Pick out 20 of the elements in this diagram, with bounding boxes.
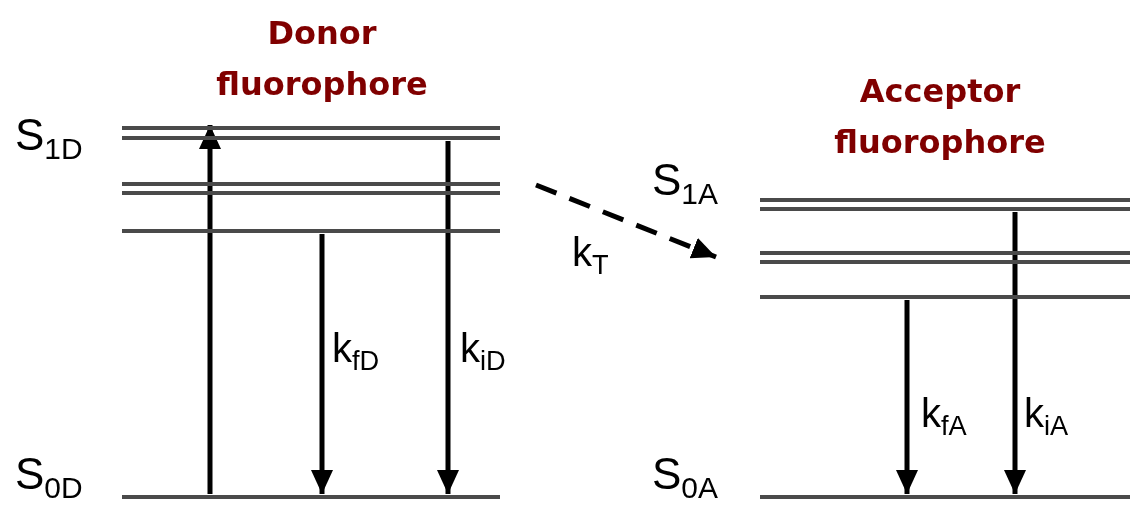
dashed-arrow xyxy=(535,182,717,260)
energy-level-line xyxy=(760,250,1130,265)
energy-level-line xyxy=(760,494,1130,500)
energy-level-line xyxy=(760,197,1130,212)
energy-level-line xyxy=(122,228,500,234)
energy-level-line xyxy=(122,494,500,500)
arrow xyxy=(199,125,221,494)
energy-level-line xyxy=(122,181,500,196)
energy-level-line xyxy=(122,125,500,141)
fluorophore-title: Acceptor fluorophore xyxy=(833,71,1047,164)
arrow xyxy=(311,234,333,494)
fluorophore-title: Donor fluorophore xyxy=(215,13,429,106)
energy-level-line xyxy=(760,294,1130,300)
energy-level-label: S$_{0D}$ xyxy=(15,452,83,503)
arrow xyxy=(437,141,459,494)
energy-level-label: S$_{0A}$ xyxy=(652,452,718,503)
arrow xyxy=(896,300,918,494)
energy-level-label: S$_{1A}$ xyxy=(652,158,718,209)
energy-level-label: S$_{1D}$ xyxy=(15,113,83,164)
arrow xyxy=(1004,212,1026,494)
